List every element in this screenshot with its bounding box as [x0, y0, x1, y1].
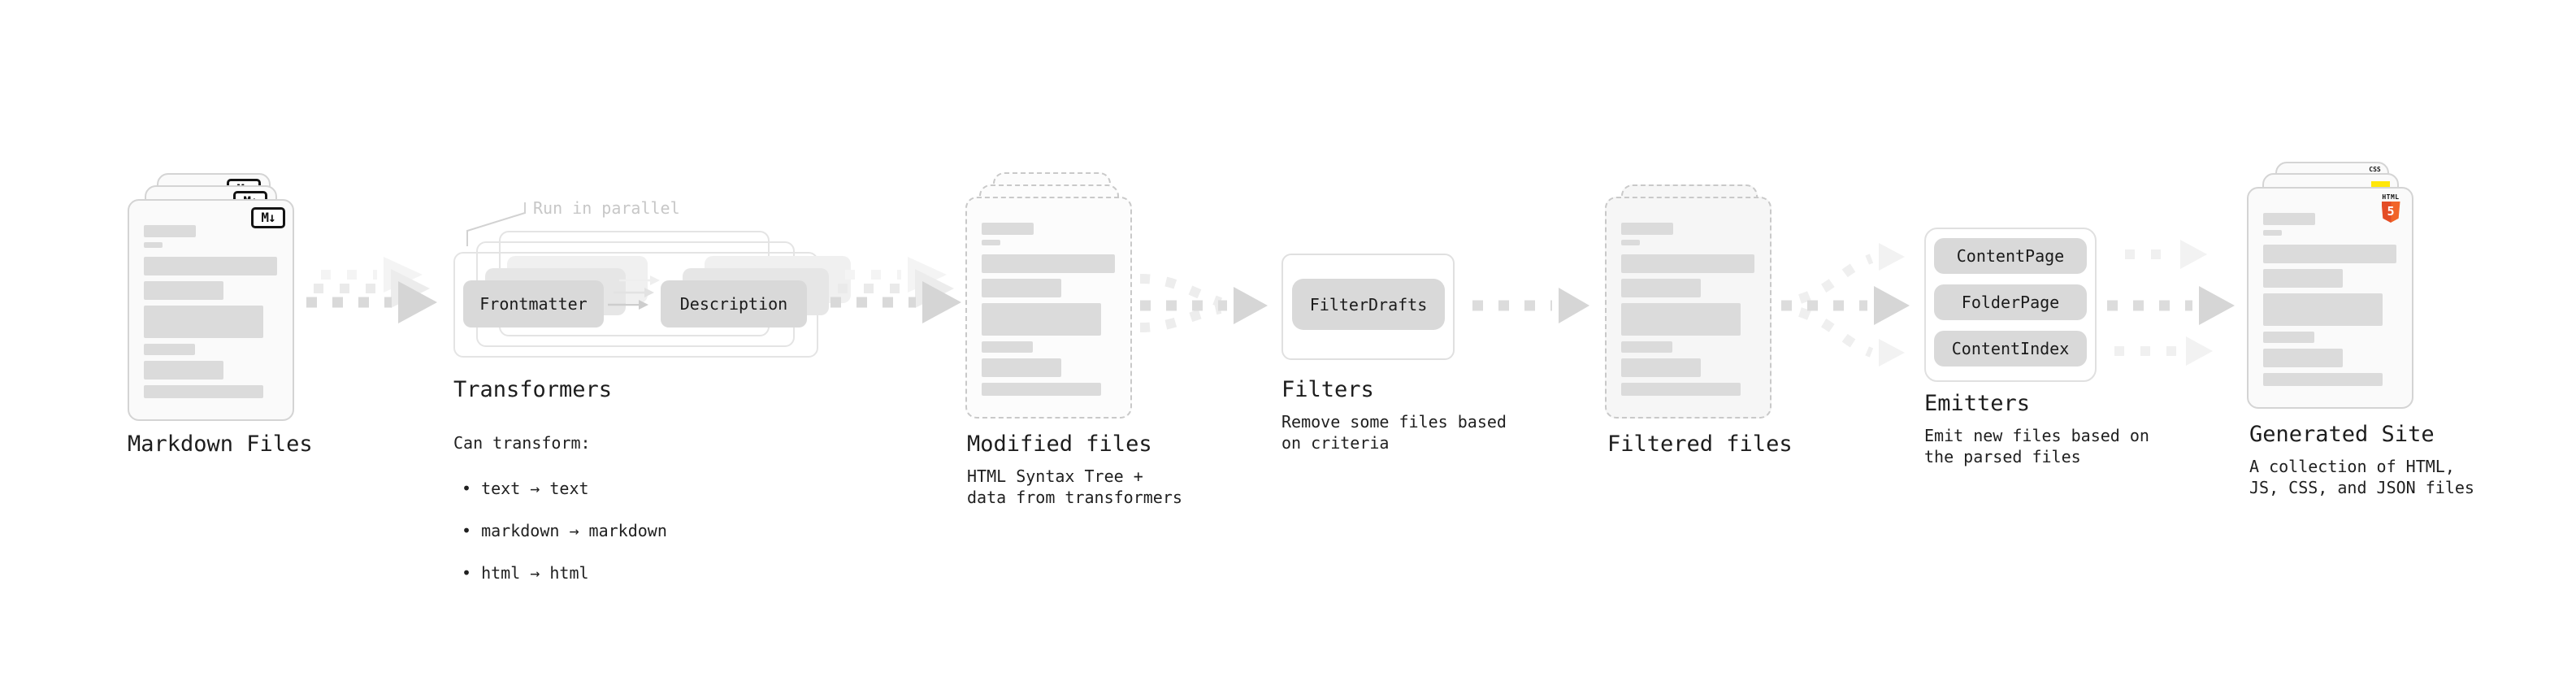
transform-item: • html → html — [462, 563, 589, 583]
frontmatter-transformer: Frontmatter — [463, 280, 604, 327]
file-card-front — [965, 197, 1132, 419]
placeholder-bar — [1621, 254, 1754, 273]
contentindex-emitter: ContentIndex — [1934, 331, 2087, 367]
stage-label-markdown-files: Markdown Files — [128, 432, 313, 457]
placeholder-bar — [2263, 349, 2343, 367]
file-card-front — [1605, 197, 1772, 419]
transformers-description: Can transform: • text → text • markdown … — [453, 411, 667, 605]
filterdrafts-filter: FilterDrafts — [1292, 279, 1445, 330]
stage-label-transformers: Transformers — [453, 377, 613, 402]
description-transformer: Description — [661, 280, 807, 327]
placeholder-bar — [144, 225, 196, 237]
placeholder-bar — [982, 279, 1061, 297]
placeholder-bar — [2263, 230, 2282, 236]
generated-site-description: A collection of HTML, JS, CSS, and JSON … — [2249, 457, 2474, 497]
modified-files-description: HTML Syntax Tree + data from transformer… — [967, 466, 1182, 507]
placeholder-bar — [982, 303, 1101, 336]
placeholder-bar — [2263, 213, 2315, 225]
arrow-filtered-to-emitters-diverging — [1781, 243, 1910, 367]
placeholder-bar — [2263, 332, 2314, 343]
run-in-parallel-note: Run in parallel — [533, 198, 680, 218]
placeholder-bar — [1621, 223, 1673, 235]
placeholder-bar — [144, 385, 263, 398]
html5-shield: 5 — [2381, 202, 2400, 223]
placeholder-bar — [2263, 245, 2396, 263]
file-card-html: HTML 5 — [2247, 187, 2413, 409]
transform-item: • markdown → markdown — [462, 521, 667, 540]
placeholder-bar — [2263, 293, 2383, 326]
stage-label-generated-site: Generated Site — [2249, 422, 2435, 447]
placeholder-bar — [144, 344, 195, 355]
placeholder-bar — [1621, 383, 1741, 396]
placeholder-bar — [982, 254, 1115, 273]
transformers-desc-heading: Can transform: — [453, 433, 591, 453]
stage-label-modified-files: Modified files — [967, 432, 1152, 457]
placeholder-bar — [144, 257, 277, 275]
stage-label-filtered-files: Filtered files — [1607, 432, 1793, 457]
placeholder-bar — [1621, 303, 1741, 336]
html5-icon: HTML 5 — [2379, 193, 2402, 223]
transform-item: • text → text — [462, 479, 589, 498]
filters-description: Remove some files based on criteria — [1281, 412, 1507, 453]
arrow-modified-to-filters-converging — [1139, 274, 1268, 332]
placeholder-bar — [982, 240, 1000, 245]
placeholder-bar — [1621, 341, 1672, 353]
placeholder-bar — [144, 281, 223, 300]
placeholder-bar — [982, 383, 1101, 396]
placeholder-bar — [2263, 373, 2383, 386]
contentpage-emitter: ContentPage — [1934, 238, 2087, 274]
file-card-front: M↓ — [128, 199, 294, 421]
arrow-filters-to-filtered — [1472, 288, 1589, 323]
placeholder-bar — [1621, 279, 1701, 297]
placeholder-bar — [2263, 269, 2343, 288]
stage-label-filters: Filters — [1281, 377, 1374, 402]
placeholder-bar — [144, 242, 163, 248]
placeholder-bar — [144, 361, 223, 380]
placeholder-bar — [982, 223, 1034, 235]
placeholder-bar — [1621, 240, 1640, 245]
folderpage-emitter: FolderPage — [1934, 284, 2087, 320]
arrow-emitters-to-generated — [2107, 240, 2235, 366]
emitters-description: Emit new files based on the parsed files — [1924, 426, 2149, 466]
placeholder-bar — [1621, 358, 1701, 377]
arrow-markdown-to-transformers — [306, 257, 437, 323]
placeholder-bar — [144, 306, 263, 338]
markdown-icon: M↓ — [251, 207, 285, 228]
placeholder-bar — [982, 341, 1033, 353]
stage-label-emitters: Emitters — [1924, 391, 2031, 416]
placeholder-bar — [982, 358, 1061, 377]
